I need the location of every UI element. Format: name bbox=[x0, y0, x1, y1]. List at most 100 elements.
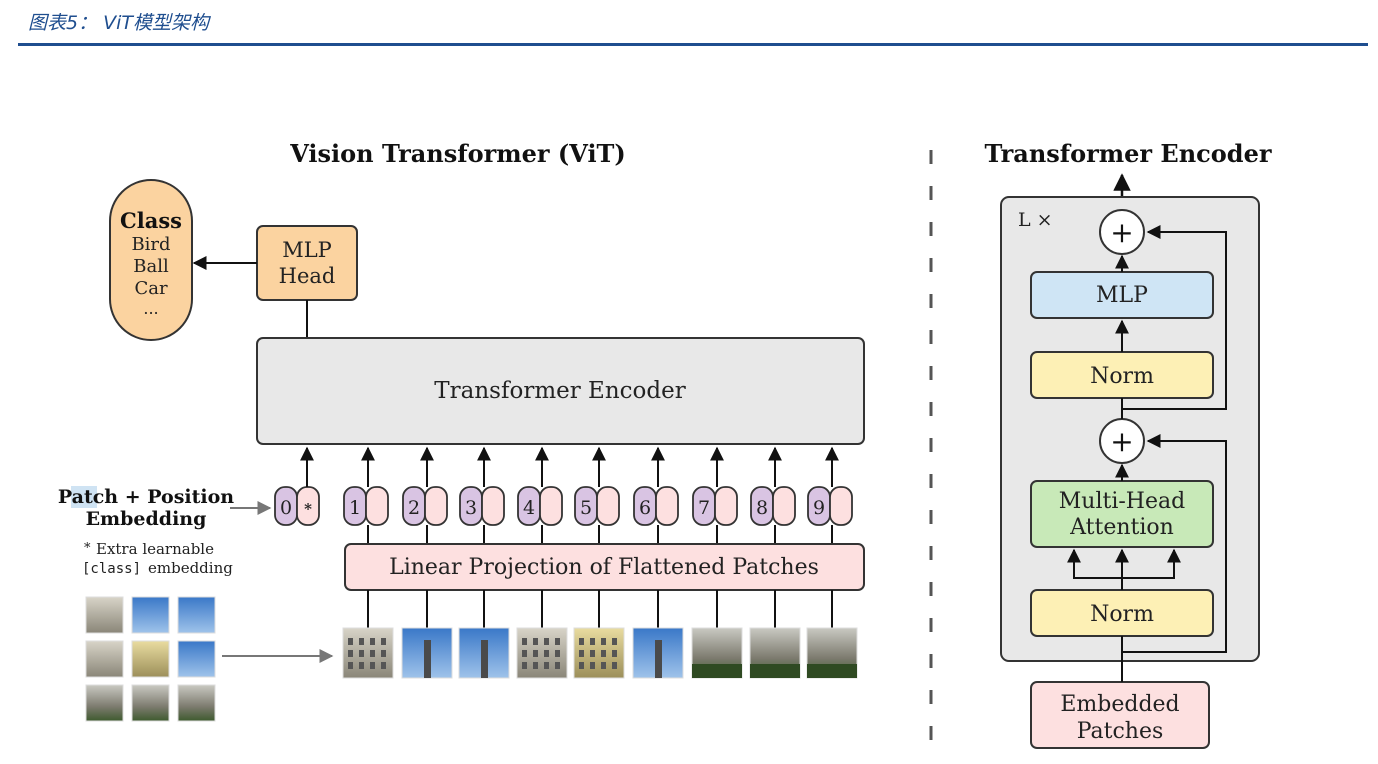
grid-patch bbox=[85, 684, 124, 722]
window-shape bbox=[359, 650, 364, 657]
patch-embedding bbox=[772, 486, 796, 526]
class-item: Car bbox=[134, 278, 168, 299]
window-shape bbox=[555, 650, 560, 657]
window-shape bbox=[555, 638, 560, 645]
window-shape bbox=[370, 662, 375, 669]
grid-patch bbox=[177, 640, 216, 678]
patch-strip bbox=[342, 590, 858, 679]
figure-caption: 图表5： ViT模型架构 bbox=[28, 12, 210, 34]
norm-bottom-label: Norm bbox=[1090, 602, 1154, 627]
token-index: 1 bbox=[349, 497, 361, 519]
token-pair: 2 bbox=[402, 446, 448, 544]
tower-shape bbox=[481, 640, 488, 678]
window-shape bbox=[601, 650, 606, 657]
token-pair: 9 bbox=[807, 446, 853, 544]
encoder-connections bbox=[1067, 225, 1227, 682]
token-pair: 4 bbox=[517, 446, 563, 544]
patch-embedding bbox=[829, 486, 853, 526]
linear-projection-label: Linear Projection of Flattened Patches bbox=[389, 555, 819, 580]
window-shape bbox=[348, 662, 353, 669]
window-shape bbox=[579, 662, 584, 669]
token-index: 7 bbox=[698, 497, 710, 519]
class-output-box bbox=[109, 179, 193, 341]
window-shape bbox=[381, 650, 386, 657]
class-title: Class bbox=[120, 208, 182, 233]
window-shape bbox=[590, 638, 595, 645]
attention-label: Attention bbox=[1069, 515, 1174, 540]
window-shape bbox=[601, 662, 606, 669]
patch-position-label: Patch + Position bbox=[58, 486, 234, 508]
token-index: 8 bbox=[756, 497, 768, 519]
token-pair: 8 bbox=[750, 446, 796, 544]
transformer-encoder-label: Transformer Encoder bbox=[434, 378, 685, 404]
grid-patch bbox=[131, 684, 170, 722]
hedge-shape bbox=[750, 664, 800, 678]
window-shape bbox=[381, 638, 386, 645]
grid-patch bbox=[177, 684, 216, 722]
window-shape bbox=[533, 650, 538, 657]
class-item: Bird bbox=[131, 234, 170, 255]
patch-embedding bbox=[596, 486, 620, 526]
window-shape bbox=[381, 662, 386, 669]
class-token-star: * bbox=[304, 500, 312, 518]
window-shape bbox=[555, 662, 560, 669]
window-shape bbox=[590, 662, 595, 669]
patch-position-label: Embedding bbox=[86, 508, 207, 530]
embedded-patches-box bbox=[1030, 681, 1210, 749]
window-shape bbox=[533, 638, 538, 645]
token-index: 0 bbox=[280, 497, 292, 519]
embedded-patches-label: Embedded bbox=[1060, 692, 1179, 717]
window-shape bbox=[579, 650, 584, 657]
residual-add-top-symbol: + bbox=[1110, 216, 1133, 249]
window-shape bbox=[370, 638, 375, 645]
hedge-shape bbox=[807, 664, 857, 678]
footnote-star: * bbox=[84, 541, 91, 556]
window-shape bbox=[522, 662, 527, 669]
grid-patch bbox=[85, 596, 124, 634]
grid-patch bbox=[85, 640, 124, 678]
token-index: 9 bbox=[813, 497, 825, 519]
patch-embedding bbox=[365, 486, 389, 526]
residual-add-top bbox=[1099, 209, 1145, 255]
hedge-shape bbox=[692, 664, 742, 678]
encoder-title: Transformer Encoder bbox=[985, 139, 1272, 168]
grid-patch bbox=[131, 596, 170, 634]
linear-projection-box bbox=[344, 543, 865, 591]
token-index: 3 bbox=[465, 497, 477, 519]
class-item: ... bbox=[143, 299, 158, 318]
encoder-mlp-label: MLP bbox=[1096, 283, 1148, 308]
window-shape bbox=[612, 638, 617, 645]
window-shape bbox=[579, 638, 584, 645]
footnote-line1: Extra learnable bbox=[96, 540, 214, 558]
token-pair: 0* bbox=[274, 446, 320, 526]
residual-add-mid-symbol: + bbox=[1110, 425, 1133, 458]
window-shape bbox=[370, 650, 375, 657]
patch-embedding bbox=[655, 486, 679, 526]
window-shape bbox=[533, 662, 538, 669]
transformer-encoder-box bbox=[256, 337, 865, 445]
window-shape bbox=[522, 638, 527, 645]
patch-embedding bbox=[714, 486, 738, 526]
token-index: 5 bbox=[580, 497, 592, 519]
norm-top-label: Norm bbox=[1090, 364, 1154, 389]
mlp-head-label: MLP bbox=[282, 238, 332, 262]
attention-label: Multi-Head bbox=[1059, 489, 1185, 514]
window-shape bbox=[348, 638, 353, 645]
patch-embedding bbox=[481, 486, 505, 526]
window-shape bbox=[544, 638, 549, 645]
token-pair: 1 bbox=[343, 446, 389, 544]
window-shape bbox=[601, 638, 606, 645]
window-shape bbox=[544, 650, 549, 657]
token-pair: 7 bbox=[692, 446, 738, 544]
grid-patch bbox=[131, 640, 170, 678]
token-pair: 6 bbox=[633, 446, 679, 544]
patch-embedding bbox=[424, 486, 448, 526]
window-shape bbox=[590, 650, 595, 657]
patch-embedding bbox=[539, 486, 563, 526]
grid-patch bbox=[177, 596, 216, 634]
window-shape bbox=[348, 650, 353, 657]
window-shape bbox=[612, 662, 617, 669]
window-shape bbox=[359, 662, 364, 669]
